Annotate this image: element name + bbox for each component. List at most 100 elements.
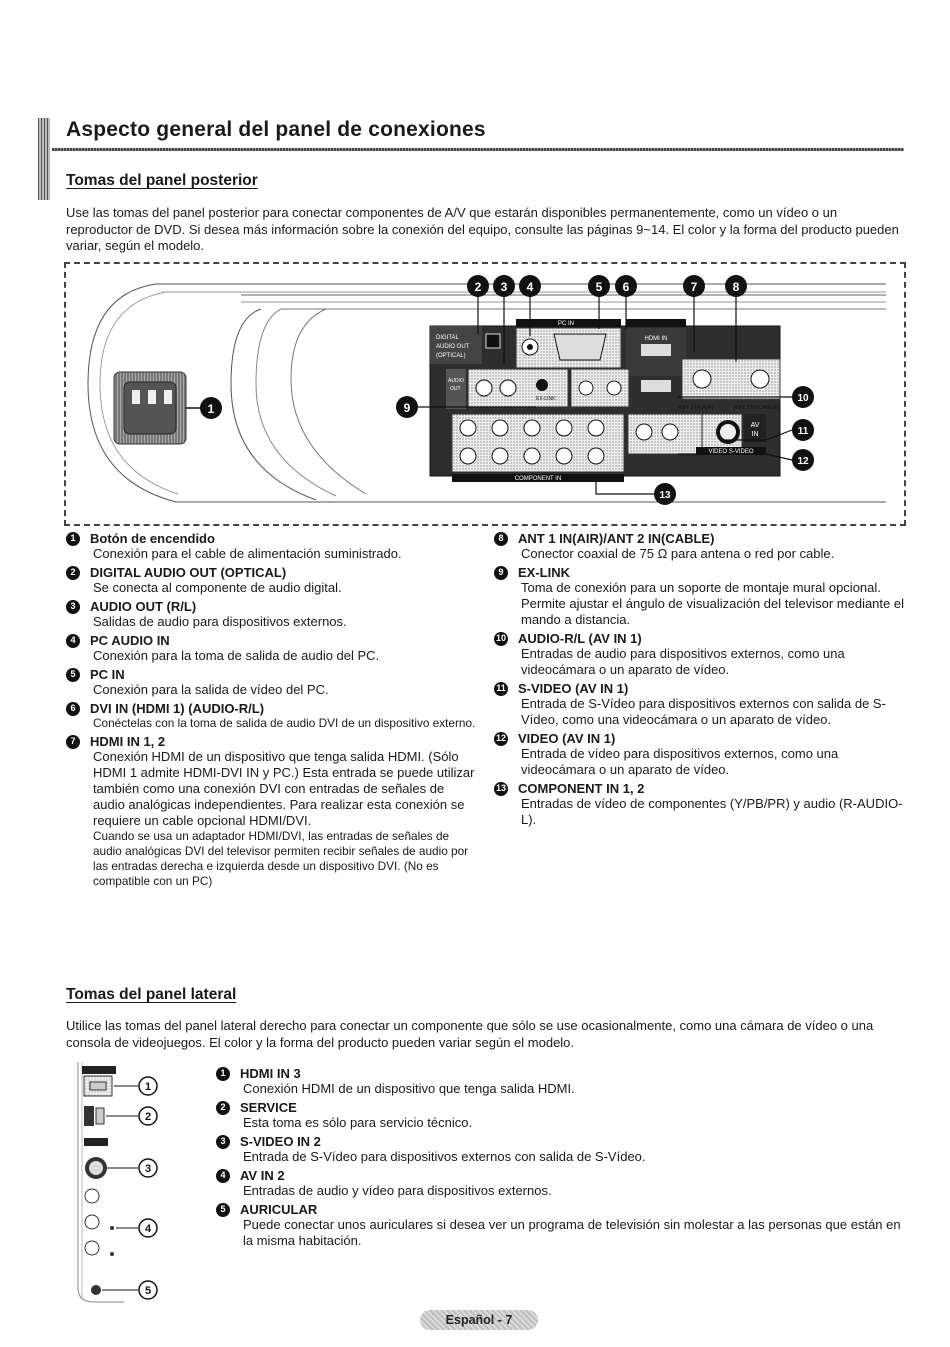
- svg-text:6: 6: [623, 280, 630, 294]
- list-item: 2 DIGITAL AUDIO OUT (OPTICAL) Se conecta …: [66, 565, 478, 596]
- callout-number: 4: [216, 1168, 230, 1183]
- svg-text:2: 2: [475, 280, 482, 294]
- item-description: Entrada de S-Vídeo para dispositivos ext…: [521, 696, 886, 727]
- rear-panel-intro: Use las tomas del panel posterior para c…: [66, 205, 899, 253]
- item-title: AUDIO-R/L (AV IN 1): [518, 631, 642, 646]
- svg-text:7: 7: [691, 280, 698, 294]
- svg-text:5: 5: [596, 280, 603, 294]
- item-description: Esta toma es sólo para servicio técnico.: [243, 1115, 473, 1130]
- title-rule: [52, 148, 904, 151]
- callout-number: 5: [66, 667, 80, 682]
- svg-text:DIGITAL: DIGITAL: [436, 335, 460, 341]
- item-title: PC AUDIO IN: [90, 633, 170, 648]
- item-title: AV IN 2: [240, 1168, 285, 1183]
- item-description: Se conecta al componente de audio digita…: [93, 580, 342, 595]
- svg-text:EX-LINK: EX-LINK: [536, 396, 556, 402]
- rear-panel-frame: [64, 262, 906, 526]
- svg-text:HDMI IN: HDMI IN: [645, 336, 668, 342]
- list-item: 6 DVI IN (HDMI 1) (AUDIO-R/L) Conéctelas …: [66, 701, 478, 731]
- callout-number: 1: [66, 531, 80, 546]
- svg-text:AUDIO OUT: AUDIO OUT: [436, 344, 470, 350]
- callout-number: 4: [66, 633, 80, 648]
- svg-text:1: 1: [145, 1081, 151, 1093]
- svg-text:IN: IN: [752, 431, 759, 438]
- svg-text:PC IN: PC IN: [558, 321, 574, 327]
- callout-number: 1: [216, 1066, 230, 1081]
- list-item: 5 PC IN Conexión para la salida de vídeo …: [66, 667, 478, 698]
- svg-text:8: 8: [733, 280, 740, 294]
- item-description: Entradas de audio y vídeo para dispositi…: [243, 1183, 552, 1198]
- svg-text:3: 3: [501, 280, 508, 294]
- item-title: ANT 1 IN(AIR)/ANT 2 IN(CABLE): [518, 531, 715, 546]
- item-title: VIDEO (AV IN 1): [518, 731, 616, 746]
- item-title: Botón de encendido: [90, 531, 215, 546]
- svg-text:12: 12: [797, 456, 809, 467]
- rear-items-right: 8 ANT 1 IN(AIR)/ANT 2 IN(CABLE) Conector …: [494, 531, 904, 831]
- item-description: Conexión para la salida de vídeo del PC.: [93, 682, 329, 697]
- page-number: Español - 7: [420, 1310, 538, 1330]
- item-description: Conexión para la toma de salida de audio…: [93, 648, 380, 663]
- svg-text:10: 10: [797, 393, 809, 404]
- list-item: 8 ANT 1 IN(AIR)/ANT 2 IN(CABLE) Conector …: [494, 531, 904, 562]
- item-title: SERVICE: [240, 1100, 297, 1115]
- callout-number: 11: [494, 681, 508, 696]
- svg-text:11: 11: [798, 426, 809, 437]
- rear-panel-heading: Tomas del panel posterior: [66, 172, 258, 189]
- item-title: EX-LINK: [518, 565, 570, 580]
- page-title: Aspecto general del panel de conexiones: [66, 118, 486, 141]
- svg-text:4: 4: [527, 280, 534, 294]
- item-description: Conexión para el cable de alimentación s…: [93, 546, 402, 561]
- callout-number: 6: [66, 701, 80, 716]
- svg-text:OUT: OUT: [450, 386, 461, 392]
- callout-number: 10: [494, 631, 508, 646]
- callout-number: 3: [216, 1134, 230, 1149]
- list-item: 4 AV IN 2 Entradas de audio y vídeo para …: [216, 1168, 904, 1199]
- callout-number: 2: [66, 565, 80, 580]
- list-item: 1 Botón de encendido Conexión para el cab…: [66, 531, 478, 562]
- item-title: DIGITAL AUDIO OUT (OPTICAL): [90, 565, 287, 580]
- svg-text:5: 5: [145, 1285, 151, 1297]
- item-description: Salidas de audio para dispositivos exter…: [93, 614, 347, 629]
- callout-number: 8: [494, 531, 508, 546]
- svg-text:VIDEO S-VIDEO: VIDEO S-VIDEO: [708, 449, 753, 455]
- side-panel-heading: Tomas del panel lateral: [66, 986, 237, 1003]
- svg-text:AUDIO: AUDIO: [448, 378, 464, 384]
- item-title: COMPONENT IN 1, 2: [518, 781, 645, 796]
- item-description: Conexión HDMI de un dispositivo que teng…: [93, 749, 475, 828]
- item-title: S-VIDEO (AV IN 1): [518, 681, 629, 696]
- item-description: Conector coaxial de 75 Ω para antena o r…: [521, 546, 835, 561]
- svg-text:(OPTICAL): (OPTICAL): [436, 353, 466, 359]
- svg-text:1: 1: [208, 402, 215, 416]
- item-description: Puede conectar unos auriculares si desea…: [243, 1217, 901, 1248]
- callout-number: 13: [494, 781, 508, 796]
- list-item: 12 VIDEO (AV IN 1) Entrada de vídeo para …: [494, 731, 904, 778]
- callout-number: 12: [494, 731, 508, 746]
- item-description: Entrada de S-Vídeo para dispositivos ext…: [243, 1149, 646, 1164]
- item-title: PC IN: [90, 667, 125, 682]
- callout-number: 3: [66, 599, 80, 614]
- item-title: S-VIDEO IN 2: [240, 1134, 321, 1149]
- item-description: Conéctelas con la toma de salida de audi…: [93, 716, 476, 730]
- item-title: DVI IN (HDMI 1) (AUDIO-R/L): [90, 701, 265, 716]
- svg-text:AV: AV: [751, 422, 760, 429]
- item-title: HDMI IN 3: [240, 1066, 301, 1081]
- list-item: 3 S-VIDEO IN 2 Entrada de S-Vídeo para di…: [216, 1134, 904, 1165]
- side-panel-diagram: 1 2 3 4 5: [77, 1062, 158, 1303]
- svg-text:2: 2: [145, 1111, 151, 1123]
- svg-text:COMPONENT IN: COMPONENT IN: [515, 476, 562, 482]
- rear-items-left: 1 Botón de encendido Conexión para el cab…: [66, 531, 478, 892]
- svg-text:3: 3: [145, 1163, 151, 1175]
- heading-accent-bar: [38, 118, 50, 200]
- item-note: Cuando se usa un adaptador HDMI/DVI, las…: [93, 829, 469, 888]
- side-panel-intro: Utilice las tomas del panel lateral dere…: [66, 1018, 874, 1050]
- svg-text:13: 13: [659, 490, 671, 501]
- item-description: Toma de conexión para un soporte de mont…: [521, 580, 904, 627]
- callout-number: 5: [216, 1202, 230, 1217]
- item-description: Entrada de vídeo para dispositivos exter…: [521, 746, 839, 777]
